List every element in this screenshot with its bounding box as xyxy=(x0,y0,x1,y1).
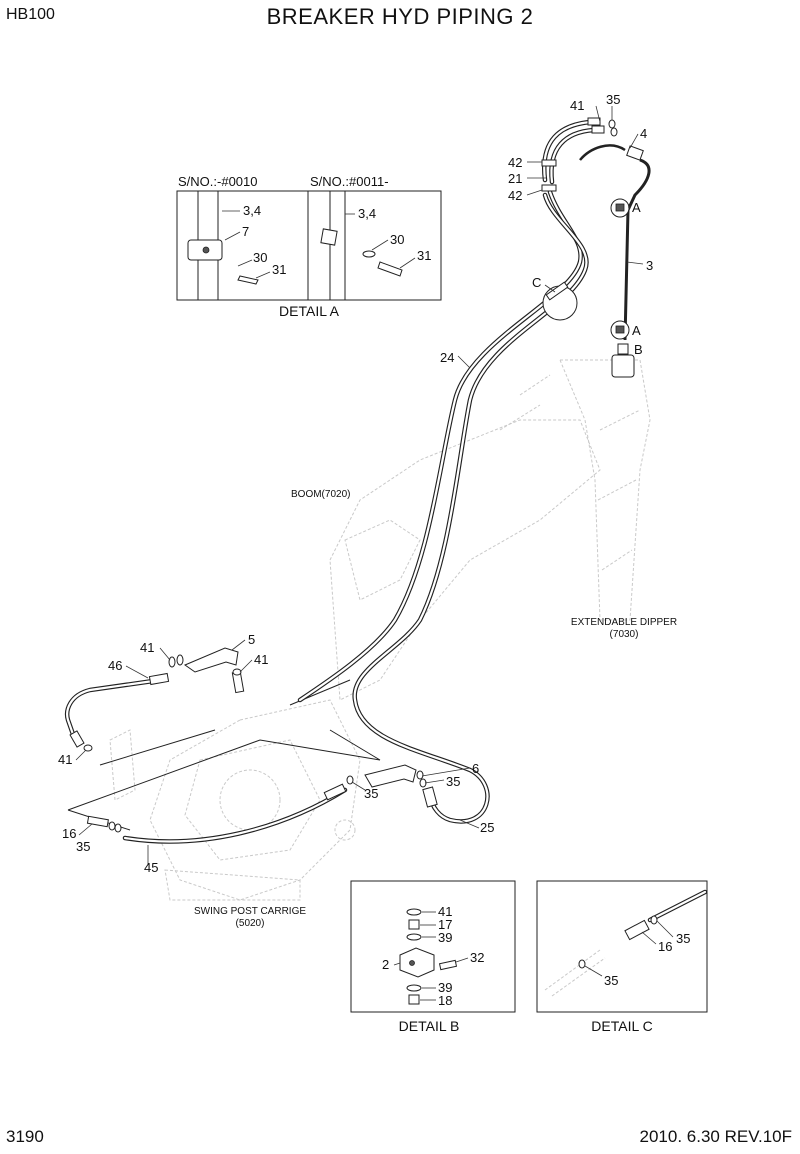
detail-a-left-header: S/NO.:-#0010 xyxy=(178,174,258,189)
dipper-ref: (7030) xyxy=(610,629,639,640)
callout-16: 16 xyxy=(62,826,76,841)
callout-35: 35 xyxy=(364,786,378,801)
detail-b-callout: 32 xyxy=(470,950,484,965)
hose-24 xyxy=(297,189,583,703)
model-code: HB100 xyxy=(6,6,55,23)
detail-a-callout: 30 xyxy=(253,250,267,265)
callout-35: 35 xyxy=(446,774,460,789)
detail-c-callout: 35 xyxy=(676,931,690,946)
detail-b-callout: 17 xyxy=(438,917,452,932)
detail-b-callout: 18 xyxy=(438,993,452,1008)
callout-41: 41 xyxy=(58,752,72,767)
callout-5: 5 xyxy=(248,632,255,647)
callout-41: 41 xyxy=(254,652,268,667)
callout-B: B xyxy=(634,342,643,357)
detail-c-box: DETAIL C 35 16 35 xyxy=(536,880,708,1034)
callout-C: C xyxy=(532,275,541,290)
detail-b-callout: 41 xyxy=(438,904,452,919)
detail-b-title: DETAIL B xyxy=(399,1018,460,1034)
detail-b-callout: 39 xyxy=(438,980,452,995)
detail-b-callout: 2 xyxy=(382,957,389,972)
swing-post-ref: (5020) xyxy=(236,918,265,929)
reference-lines xyxy=(67,679,381,831)
dipper-label: EXTENDABLE DIPPER xyxy=(571,617,677,628)
callout-42: 42 xyxy=(508,155,522,170)
hose-45 xyxy=(122,787,348,844)
detail-b-box: DETAIL B 41 17 39 2 32 39 18 xyxy=(350,880,516,1034)
callout-leaders xyxy=(75,105,644,865)
callout-35: 35 xyxy=(606,92,620,107)
hose-top-loop xyxy=(541,119,597,185)
detail-c-callout: 35 xyxy=(604,973,618,988)
callout-42: 42 xyxy=(508,188,522,203)
boom-label: BOOM(7020) xyxy=(291,489,350,500)
machine-ghost-outlines xyxy=(109,359,651,901)
callout-45: 45 xyxy=(144,860,158,875)
callout-24: 24 xyxy=(440,350,454,365)
detail-a-callout: 3,4 xyxy=(358,206,376,221)
component-labels: BOOM(7020) EXTENDABLE DIPPER (7030) SWIN… xyxy=(194,489,677,929)
detail-a-callout: 31 xyxy=(417,248,431,263)
callout-A: A xyxy=(632,323,641,338)
callout-3: 3 xyxy=(646,258,653,273)
callout-41: 41 xyxy=(140,640,154,655)
callout-4: 4 xyxy=(640,126,647,141)
detail-a-right-header: S/NO.:#0011- xyxy=(310,174,389,189)
detail-a-box: S/NO.:-#0010 S/NO.:#0011- DETAIL A 3,4 7… xyxy=(176,174,442,319)
main-callouts: 41 35 4 42 21 42 A 3 C A B 24 5 41 41 46… xyxy=(58,92,653,875)
page-title: BREAKER HYD PIPING 2 xyxy=(266,4,534,29)
callout-21: 21 xyxy=(508,171,522,186)
detail-a-callout: 7 xyxy=(242,224,249,239)
hose-46 xyxy=(65,677,163,743)
callout-A: A xyxy=(632,200,641,215)
pipe-3 xyxy=(579,144,651,341)
page-number: 3190 xyxy=(6,1127,44,1146)
callout-41: 41 xyxy=(570,98,584,113)
detail-c-title: DETAIL C xyxy=(591,1018,652,1034)
callout-6: 6 xyxy=(472,761,479,776)
detail-a-callout: 3,4 xyxy=(243,203,261,218)
callout-35: 35 xyxy=(76,839,90,854)
revision-date: 2010. 6.30 REV.10F xyxy=(639,1127,793,1146)
detail-a-callout: 31 xyxy=(272,262,286,277)
hose-25 xyxy=(352,192,589,824)
detail-c-callout: 16 xyxy=(658,939,672,954)
callout-25: 25 xyxy=(480,820,494,835)
detail-b-callout: 39 xyxy=(438,930,452,945)
detail-a-title: DETAIL A xyxy=(279,303,340,319)
callout-46: 46 xyxy=(108,658,122,673)
fittings xyxy=(69,117,644,833)
detail-a-callout: 30 xyxy=(390,232,404,247)
swing-post-label: SWING POST CARRIGE xyxy=(194,906,306,917)
